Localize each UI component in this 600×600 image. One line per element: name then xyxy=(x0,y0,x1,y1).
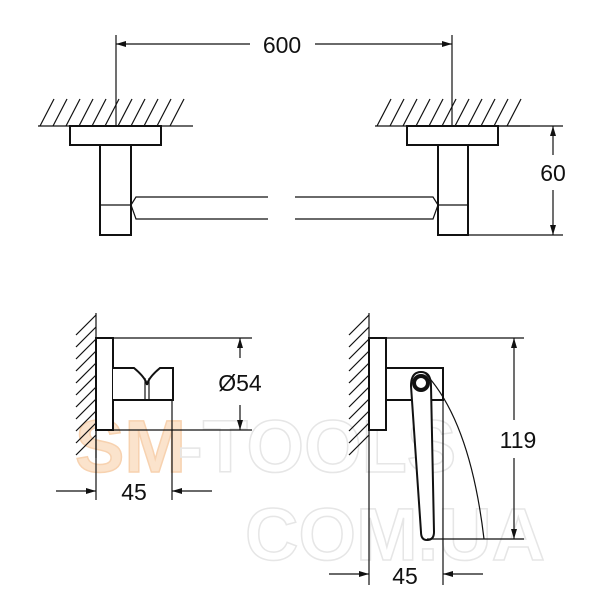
dimension-depth-60: 60 xyxy=(540,160,566,186)
post-right xyxy=(437,144,469,236)
dimension-height-119: 119 xyxy=(500,427,537,453)
wall-hatch-hook xyxy=(75,314,97,456)
dimension-holder-depth-45: 45 xyxy=(392,563,418,589)
bar-right xyxy=(295,196,439,220)
hook-rosette xyxy=(95,337,114,431)
wall-hatch-left xyxy=(39,98,185,127)
base-plate-left xyxy=(69,125,162,146)
dimension-diameter-54: Ø54 xyxy=(218,370,262,396)
watermark: SM -TOOLS COM.UA xyxy=(74,404,546,577)
base-plate-right xyxy=(406,125,499,146)
paper-holder-drawing: 119 45 xyxy=(329,313,536,589)
towel-bar-drawing: 600 60 xyxy=(38,32,566,236)
watermark-domain: COM.UA xyxy=(245,493,545,576)
dimension-width-600: 600 xyxy=(263,32,301,58)
wall-hatch-right xyxy=(376,98,522,127)
holder-arm xyxy=(409,370,436,542)
dimension-hook-depth-45: 45 xyxy=(121,479,147,505)
watermark-brand: SM xyxy=(75,405,186,488)
post-left xyxy=(99,144,132,236)
holder-cover xyxy=(423,371,485,540)
robe-hook-drawing: Ø54 45 xyxy=(56,313,262,505)
holder-rosette xyxy=(368,337,387,431)
bar-left xyxy=(130,196,268,220)
wall-hatch-holder xyxy=(348,314,370,456)
watermark-rest: -TOOLS xyxy=(178,405,456,488)
hook-body xyxy=(113,367,174,401)
